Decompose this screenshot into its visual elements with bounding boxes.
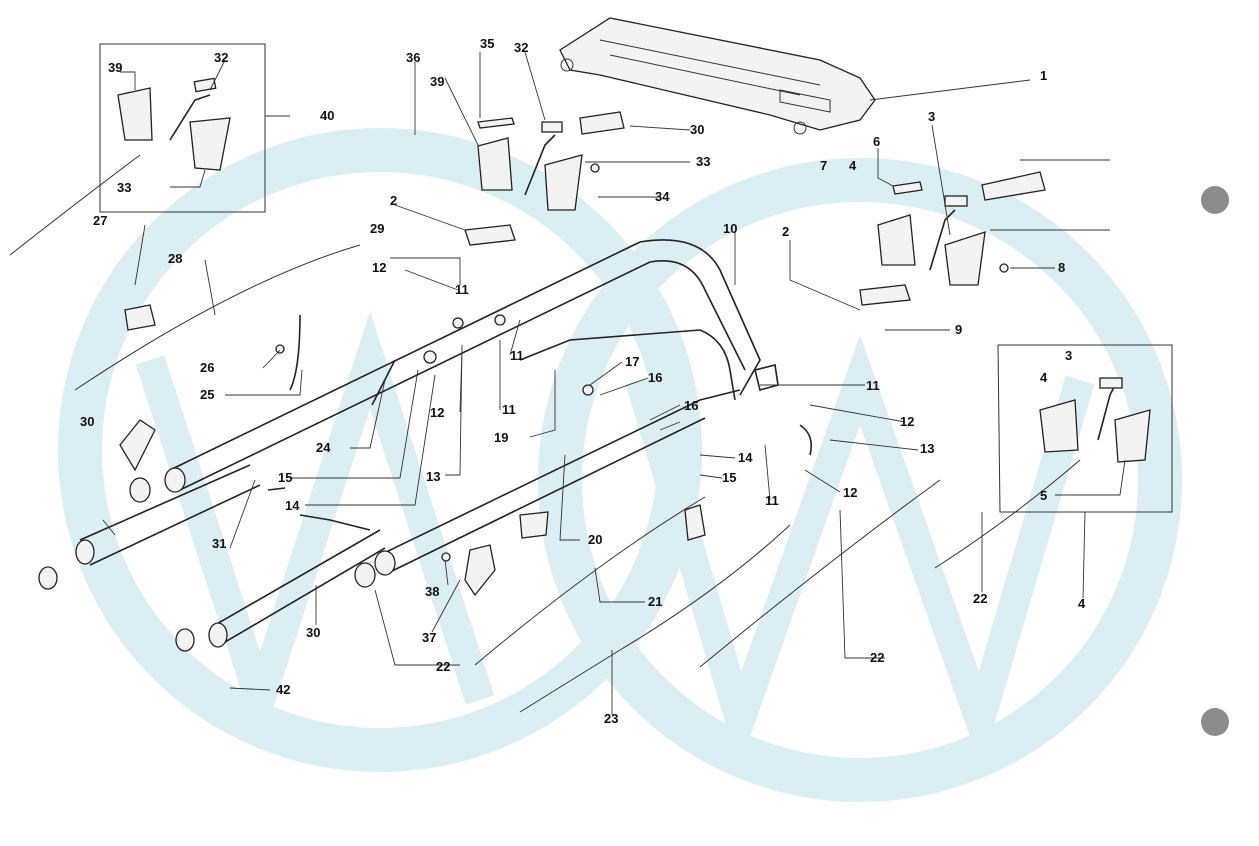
- callout-39: 39: [430, 74, 444, 89]
- callout-11: 11: [502, 402, 516, 417]
- callout-12: 12: [430, 405, 444, 420]
- callout-7: 7: [820, 158, 827, 173]
- small-hardware: [124, 163, 1009, 562]
- callout-2: 2: [782, 224, 789, 239]
- callout-32: 32: [214, 50, 228, 65]
- callout-30: 30: [690, 122, 704, 137]
- callout-12: 12: [843, 485, 857, 500]
- callout-4: 4: [1078, 596, 1086, 611]
- callout-4: 4: [849, 158, 857, 173]
- callout-20: 20: [588, 532, 602, 547]
- callout-13: 13: [426, 469, 440, 484]
- callout-26: 26: [200, 360, 214, 375]
- callout-15: 15: [278, 470, 292, 485]
- callout-16: 16: [648, 370, 662, 385]
- callout-labels: 1 2 2 3 3 4 4 4 5 6 7 8 9 10 11 11 11 11…: [80, 36, 1086, 726]
- callout-23: 23: [604, 711, 618, 726]
- callout-34: 34: [655, 189, 670, 204]
- callout-22: 22: [436, 659, 450, 674]
- callout-39: 39: [108, 60, 122, 75]
- callout-3: 3: [1065, 348, 1072, 363]
- callout-36: 36: [406, 50, 420, 65]
- callout-22: 22: [870, 650, 884, 665]
- callout-32: 32: [514, 40, 528, 55]
- callout-33: 33: [117, 180, 131, 195]
- callout-14: 14: [285, 498, 300, 513]
- callout-6: 6: [873, 134, 880, 149]
- callout-12: 12: [372, 260, 386, 275]
- callout-8: 8: [1058, 260, 1065, 275]
- callout-35: 35: [480, 36, 494, 51]
- callout-38: 38: [425, 584, 439, 599]
- callout-1: 1: [1040, 68, 1047, 83]
- callout-11: 11: [765, 493, 779, 508]
- right-lever-group: [877, 171, 1046, 286]
- callout-11: 11: [510, 348, 524, 363]
- callout-4: 4: [1040, 370, 1048, 385]
- callout-40: 40: [320, 108, 334, 123]
- callout-37: 37: [422, 630, 436, 645]
- callout-16: 16: [684, 398, 698, 413]
- callout-25: 25: [200, 387, 214, 402]
- callout-11: 11: [455, 282, 469, 297]
- callout-28: 28: [168, 251, 182, 266]
- edge-smudges: [1201, 186, 1229, 736]
- callout-27: 27: [93, 213, 107, 228]
- handle-console-part: [559, 17, 876, 135]
- callout-19: 19: [494, 430, 508, 445]
- callout-29: 29: [370, 221, 384, 236]
- callout-5: 5: [1040, 488, 1047, 503]
- callout-30: 30: [306, 625, 320, 640]
- lever-assembly-box-right: [934, 344, 1173, 569]
- callout-14: 14: [738, 450, 753, 465]
- callout-22: 22: [973, 591, 987, 606]
- callout-13: 13: [920, 441, 934, 456]
- callout-33: 33: [696, 154, 710, 169]
- callout-30: 30: [80, 414, 94, 429]
- callout-10: 10: [723, 221, 737, 236]
- callout-42: 42: [276, 682, 290, 697]
- callout-2: 2: [390, 193, 397, 208]
- callout-24: 24: [316, 440, 331, 455]
- lower-tubes: [38, 419, 496, 652]
- handlebar-frame: [164, 239, 761, 576]
- callout-31: 31: [212, 536, 226, 551]
- center-lever-group: [477, 111, 625, 211]
- callout-11: 11: [866, 378, 880, 393]
- lever-assembly-box-40: [9, 43, 266, 256]
- callout-12: 12: [900, 414, 914, 429]
- callout-15: 15: [722, 470, 736, 485]
- watermark-gears: [58, 128, 1182, 802]
- callout-17: 17: [625, 354, 639, 369]
- callout-9: 9: [955, 322, 962, 337]
- leader-lines: [102, 51, 1126, 715]
- callout-3: 3: [928, 109, 935, 124]
- callout-21: 21: [648, 594, 662, 609]
